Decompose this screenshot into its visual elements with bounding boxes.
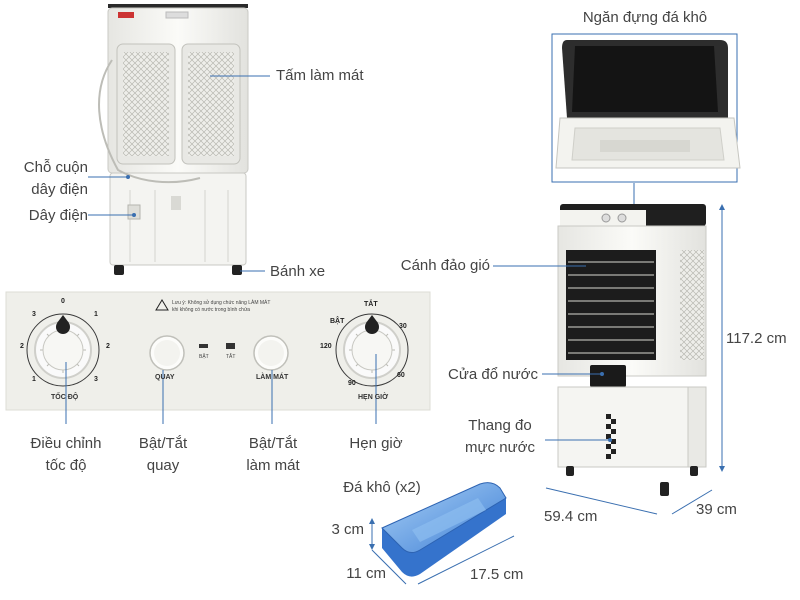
label-height: 117.2 cm [726,330,787,347]
label-swing-2: quay [146,457,180,474]
speed-mark: 0 [61,298,65,305]
label-ice-length: 17.5 cm [470,566,524,583]
timer-mark: BẬT [330,318,345,325]
label-gauge-2: mực nước [465,439,535,456]
front-view [557,204,707,496]
panel-leaders [65,354,377,424]
speed-caption: TỐC ĐỘ [51,394,79,401]
label-power-cord: Dây điện [28,207,88,224]
label-cool-2: làm mát [246,457,300,474]
on-mark-label: BẬT [199,354,209,360]
control-panel [5,291,431,411]
label-cooling-pad: Tấm làm mát [276,67,364,84]
speed-mark: 3 [94,376,98,383]
label-ice-compartment: Ngăn đựng đá khô [582,9,708,26]
timer-caption: HẸN GIỜ [358,394,389,401]
rear-leaders [88,75,270,272]
label-timer: Hẹn giờ [349,435,403,452]
ice-pack [381,482,507,577]
label-cord-winder-1: Chỗ cuộn [23,159,88,176]
cool-caption: LÀM MÁT [256,374,289,381]
ice-compartment-view [551,33,741,183]
speed-mark: 2 [20,343,24,350]
off-mark-label: TẮT [226,354,236,360]
speed-mark: 3 [32,311,36,318]
front-leaders [493,208,723,515]
label-gauge-1: Thang đo [468,417,532,434]
label-ice-width: 11 cm [346,565,386,582]
label-speed-2: tốc độ [45,457,87,474]
label-water-inlet: Cửa đổ nước [448,366,538,383]
rear-view [98,4,249,275]
speed-mark: 1 [94,311,98,318]
ice-leaders [371,522,515,585]
label-louvers: Cánh đảo gió [400,257,490,274]
panel-warning-1: Lưu ý: Không sử dụng chức năng LÀM MÁT [172,300,271,306]
label-depth: 39 cm [696,501,737,518]
label-ice-pack: Đá khô (x2) [343,479,421,496]
label-swing-1: Bật/Tắt [138,435,188,452]
panel-warning-2: khi không có nước trong bình chứa [172,307,251,313]
label-ice-height: 3 cm [331,521,364,538]
speed-mark: 1 [32,376,36,383]
label-speed-1: Điều chỉnh [30,435,102,452]
label-width: 59.4 cm [544,508,598,525]
timer-mark: 30 [399,323,407,330]
timer-mark: 120 [320,343,332,350]
swing-caption: QUAY [155,374,175,381]
label-cool-1: Bật/Tắt [248,435,298,452]
label-wheels: Bánh xe [270,263,326,280]
speed-mark: 2 [106,343,110,350]
timer-mark: 60 [397,372,405,379]
timer-mark: TẮT [364,301,378,308]
label-cord-winder-2: dây điện [31,181,88,198]
timer-mark: 90 [348,380,356,387]
